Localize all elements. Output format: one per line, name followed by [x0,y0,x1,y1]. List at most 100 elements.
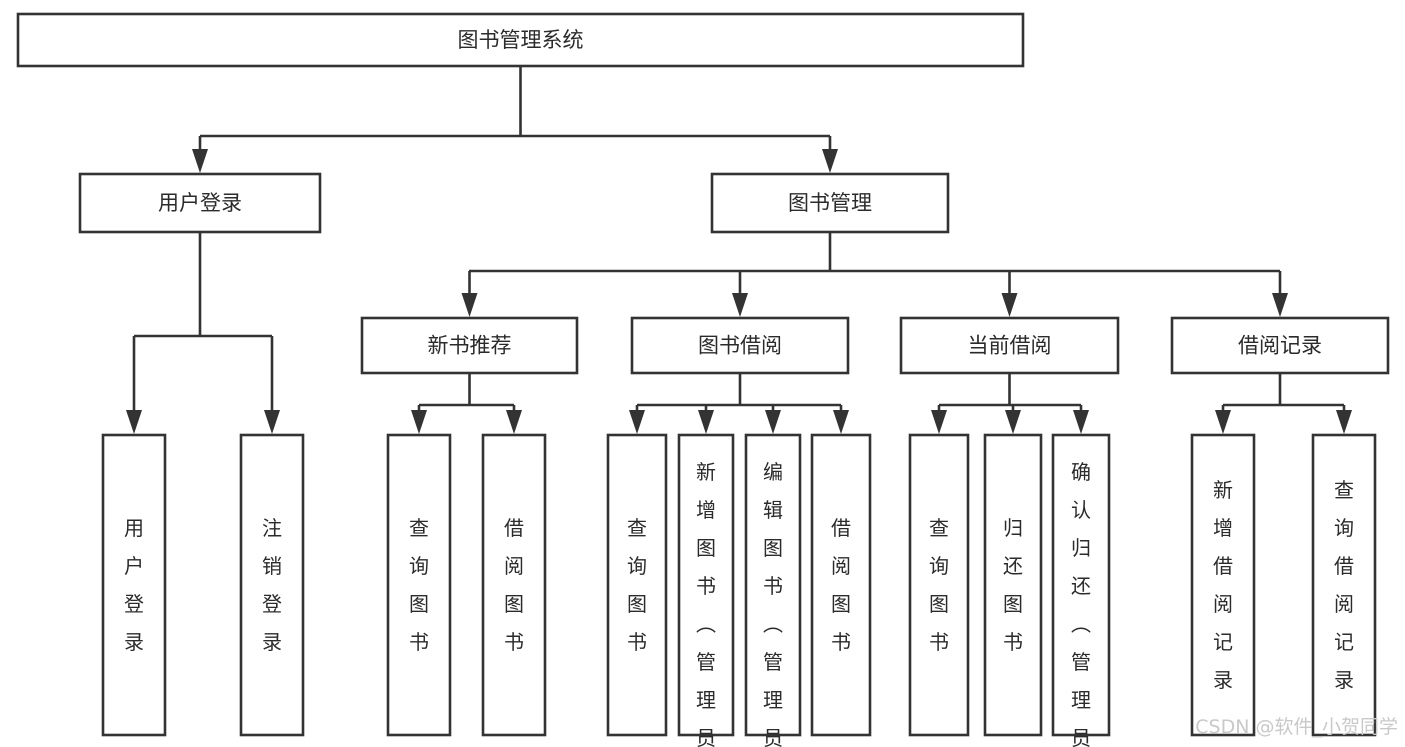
arrow-head-icon [1336,410,1352,434]
connector-bus-borrow [637,373,841,407]
node-box-leaf-record-add[interactable] [1190,433,1256,737]
node-leaf-newbook-borrow[interactable]: 借阅图书 [481,433,547,737]
arrow-head-icon [1001,293,1018,317]
connector-bus-login [134,232,272,338]
node-label-leaf-borrow-query: 查询图书 [627,516,647,654]
node-leaf-newbook-query[interactable]: 查询图书 [386,433,452,737]
connector-bus-record [1223,373,1344,407]
node-leaf-current-return[interactable]: 归还图书 [983,433,1043,737]
node-box-leaf-current-query[interactable] [908,433,970,737]
node-label-newbook: 新书推荐 [428,334,512,358]
node-box-leaf-current-return[interactable] [983,433,1043,737]
arrow-head-icon [931,410,947,434]
node-leaf-user-login[interactable]: 用户登录 [101,433,167,737]
connector-bus-current [939,373,1081,407]
node-box-leaf-record-query[interactable] [1311,433,1377,737]
node-leaf-record-add[interactable]: 新增借阅记录 [1190,433,1256,737]
arrow-head-icon [461,293,478,317]
node-current[interactable]: 当前借阅 [899,316,1120,375]
node-label-leaf-current-confirm: 确认归还︵管理员︶ [1071,460,1091,747]
node-box-bookmgmt[interactable] [710,172,950,234]
node-box-leaf-borrow-edit[interactable] [744,433,802,737]
node-label-leaf-newbook-query: 查询图书 [409,516,429,654]
node-record[interactable]: 借阅记录 [1170,316,1390,375]
node-label-leaf-current-return: 归还图书 [1003,516,1023,654]
arrow-head-icon [822,149,838,173]
arrow-head-icon [1272,293,1288,317]
node-box-borrow[interactable] [630,316,850,375]
arrow-head-icon [698,410,714,434]
arrow-head-icon [629,410,645,434]
node-box-leaf-borrow-take[interactable] [810,433,872,737]
connector-newbook-to-leaf-newbook-borrow [506,405,522,434]
node-label-leaf-user-login: 用户登录 [124,516,144,654]
connector-root-to-login [192,136,208,173]
node-leaf-user-logout[interactable]: 注销登录 [239,433,305,737]
connector-borrow-to-leaf-borrow-query [629,405,645,434]
node-box-current[interactable] [899,316,1120,375]
node-box-leaf-borrow-add[interactable] [677,433,735,737]
node-box-leaf-current-confirm[interactable] [1051,433,1111,737]
connector-bookmgmt-to-record [1272,271,1288,317]
node-leaf-current-query[interactable]: 查询图书 [908,433,970,737]
arrow-head-icon [1215,410,1231,434]
node-label-leaf-borrow-add: 新增图书︵管理员︶ [696,460,716,747]
connector-bookmgmt-to-borrow [732,271,748,317]
node-label-borrow: 图书借阅 [698,334,782,358]
arrow-head-icon [1073,410,1089,434]
node-box-leaf-borrow-query[interactable] [606,433,668,737]
node-leaf-record-query[interactable]: 查询借阅记录 [1311,433,1377,737]
node-newbook[interactable]: 新书推荐 [360,316,579,375]
node-box-leaf-user-login[interactable] [101,433,167,737]
connector-record-to-leaf-record-query [1336,405,1352,434]
node-leaf-borrow-add[interactable]: 新增图书︵管理员︶ [677,433,735,747]
node-leaf-borrow-query[interactable]: 查询图书 [606,433,668,737]
connector-current-to-leaf-current-query [931,405,947,434]
node-bookmgmt[interactable]: 图书管理 [710,172,950,234]
connector-borrow-to-leaf-borrow-add [698,405,714,434]
node-box-newbook[interactable] [360,316,579,375]
connector-bus-bookmgmt [469,232,1280,273]
node-leaf-current-confirm[interactable]: 确认归还︵管理员︶ [1051,433,1111,747]
arrow-head-icon [192,149,208,173]
node-box-login[interactable] [78,172,322,234]
arrow-head-icon [411,410,427,434]
arrow-head-icon [264,410,280,434]
node-leaf-borrow-take[interactable]: 借阅图书 [810,433,872,737]
connector-root-to-bookmgmt [822,136,838,173]
arrow-head-icon [126,410,142,434]
node-root[interactable]: 图书管理系统 [16,12,1025,68]
node-label-leaf-borrow-edit: 编辑图书︵管理员︶ [763,460,783,747]
arrow-head-icon [732,293,748,317]
connector-borrow-to-leaf-borrow-edit [765,405,781,434]
connector-current-to-leaf-current-return [1005,405,1021,434]
node-box-leaf-newbook-query[interactable] [386,433,452,737]
node-leaf-borrow-edit[interactable]: 编辑图书︵管理员︶ [744,433,802,747]
arrow-head-icon [506,410,522,434]
node-box-root[interactable] [16,12,1025,68]
node-label-login: 用户登录 [158,191,242,215]
node-label-leaf-record-query: 查询借阅记录 [1334,478,1354,692]
node-label-leaf-newbook-borrow: 借阅图书 [504,516,524,654]
connector-layer [126,66,1352,434]
node-login[interactable]: 用户登录 [78,172,322,234]
connector-bookmgmt-to-current [1001,271,1018,317]
connector-record-to-leaf-record-add [1215,405,1231,434]
node-box-record[interactable] [1170,316,1390,375]
node-label-leaf-current-query: 查询图书 [929,516,949,654]
arrow-head-icon [765,410,781,434]
connector-newbook-to-leaf-newbook-query [411,405,427,434]
connector-bookmgmt-to-newbook [461,271,478,317]
node-label-current: 当前借阅 [968,334,1052,358]
connector-bus-newbook [419,373,514,407]
node-label-leaf-user-logout: 注销登录 [262,516,282,654]
node-label-leaf-borrow-take: 借阅图书 [831,516,851,654]
node-label-record: 借阅记录 [1238,334,1322,358]
node-box-leaf-user-logout[interactable] [239,433,305,737]
node-box-leaf-newbook-borrow[interactable] [481,433,547,737]
node-borrow[interactable]: 图书借阅 [630,316,850,375]
node-layer: 图书管理系统用户登录图书管理新书推荐图书借阅当前借阅借阅记录用户登录注销登录查询… [16,12,1390,747]
csdn-watermark: CSDN @软件_小贺同学 [1195,716,1398,738]
